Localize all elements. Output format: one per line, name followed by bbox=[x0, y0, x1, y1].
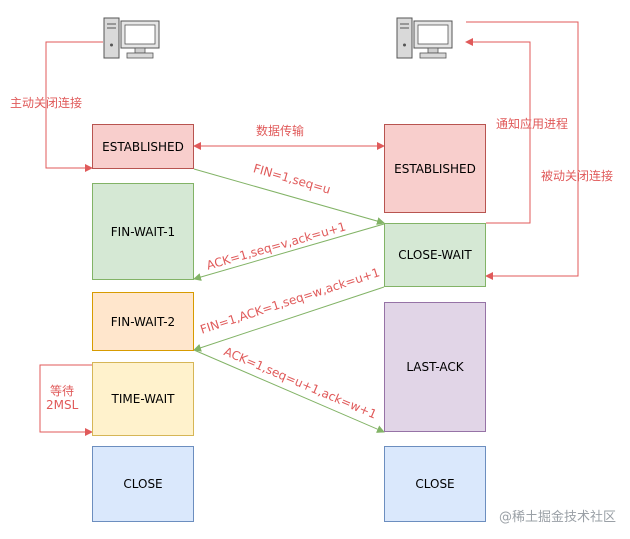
ack2-arrow bbox=[193, 349, 385, 433]
fin-arrow bbox=[193, 168, 385, 225]
client-state-fin-wait-1: FIN-WAIT-1 bbox=[92, 183, 194, 280]
active-close-label: 主动关闭连接 bbox=[10, 96, 83, 110]
wait-2msl-connector bbox=[39, 364, 93, 436]
watermark: @稀土掘金技术社区 bbox=[498, 510, 616, 525]
server-state-close-wait: CLOSE-WAIT bbox=[384, 223, 486, 287]
active-close-connector bbox=[45, 41, 103, 172]
wait-label-line2: 2MSL bbox=[46, 398, 79, 412]
data-transfer-label: 数据传输 bbox=[256, 124, 305, 138]
server-state-last-ack: LAST-ACK bbox=[384, 302, 486, 432]
client-computer-icon bbox=[103, 17, 160, 59]
ack1-arrow bbox=[193, 223, 385, 281]
notify-app-connector bbox=[465, 38, 531, 224]
passive-close-connector bbox=[466, 21, 579, 280]
wait-label-line1: 等待 bbox=[50, 384, 75, 398]
fin-ack-arrow bbox=[193, 286, 385, 352]
passive-close-label: 被动关闭连接 bbox=[541, 169, 614, 183]
notify-app-label: 通知应用进程 bbox=[496, 117, 569, 131]
server-computer-icon bbox=[396, 17, 453, 59]
client-state-close: CLOSE bbox=[92, 446, 194, 522]
client-state-established: ESTABLISHED bbox=[92, 124, 194, 169]
server-state-close: CLOSE bbox=[384, 446, 486, 522]
server-state-established: ESTABLISHED bbox=[384, 124, 486, 213]
client-state-time-wait: TIME-WAIT bbox=[92, 362, 194, 436]
client-state-fin-wait-2: FIN-WAIT-2 bbox=[92, 292, 194, 351]
